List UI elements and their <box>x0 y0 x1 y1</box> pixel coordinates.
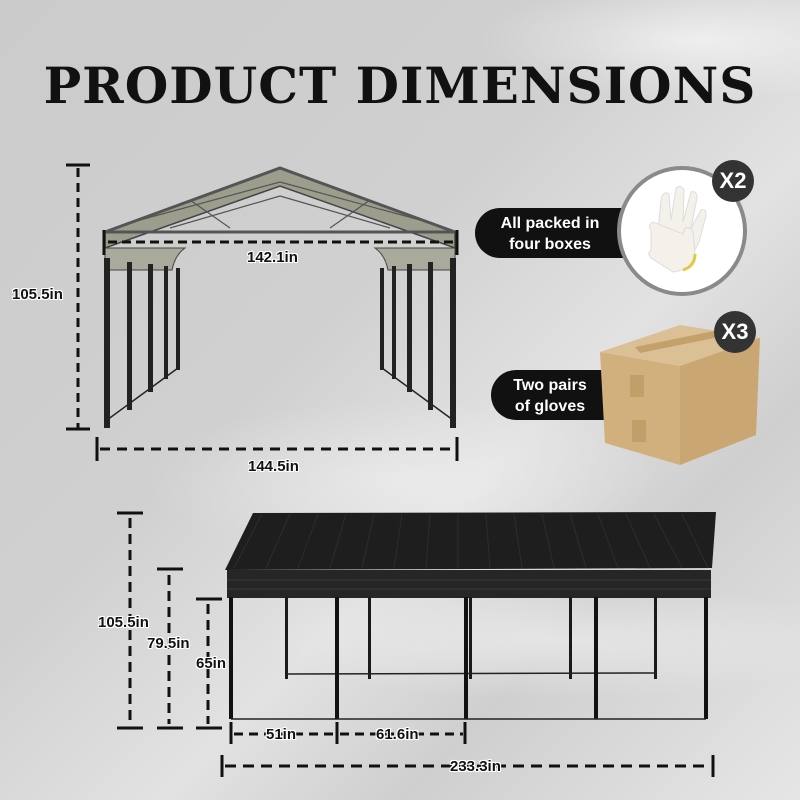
base-width-label: 144.5in <box>248 458 299 475</box>
pill-line-2: of gloves <box>514 398 586 415</box>
quantity-badge-x2: X2 <box>712 160 754 202</box>
post-spacing-2-label: 61.6in <box>376 726 419 743</box>
side-height-total-label: 105.5in <box>98 614 149 631</box>
side-height-eave-label: 79.5in <box>147 635 190 652</box>
pill-line-2: four boxes <box>509 236 591 253</box>
total-length-label: 233.3in <box>450 758 501 775</box>
pill-line-1: All packed in <box>500 215 600 232</box>
gloves-icon <box>648 185 707 273</box>
roof-width-label: 142.1in <box>247 249 298 266</box>
page-title: PRODUCT DIMENSIONS <box>43 56 757 115</box>
accessory-pill-gloves: Two pairs of gloves <box>491 370 609 420</box>
side-height-clearance-label: 65in <box>196 655 227 672</box>
gloves-image <box>617 166 747 296</box>
pill-line-1: Two pairs <box>513 377 587 394</box>
post-spacing-1-label: 51in <box>266 726 297 743</box>
front-height-label: 105.5in <box>12 286 63 303</box>
accessory-pill-boxes: All packed in four boxes <box>475 208 625 258</box>
quantity-badge-x3: X3 <box>714 311 756 353</box>
